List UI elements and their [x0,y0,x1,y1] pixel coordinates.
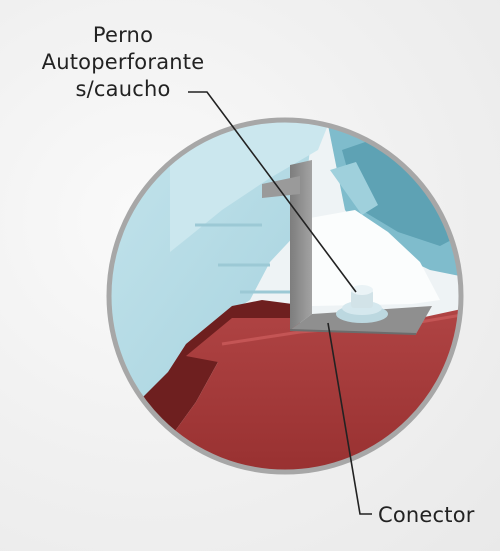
cavity [310,210,440,306]
magnifier-ring [106,117,464,475]
connector-label: Conector [378,503,475,527]
bracket-base-edge [289,329,417,335]
bolt-label-line1: Perno [92,23,154,47]
insulation-groove [195,223,292,294]
bracket-vertical [290,160,312,330]
bolt-leader-line [188,91,357,293]
bolt-label: Perno Autoperforante s/caucho [18,22,228,103]
insulation-right-highlight [330,162,378,215]
bracket-tab [262,176,300,198]
bolt-label-line2: Autoperforante [41,50,205,74]
connector-leader-line [327,322,372,515]
bolt-label-line3: s/caucho [75,77,171,101]
magnified-view [109,120,461,472]
insulation-top-face [170,120,330,252]
bolt-head [351,290,373,308]
bolt-head-top [351,285,373,295]
